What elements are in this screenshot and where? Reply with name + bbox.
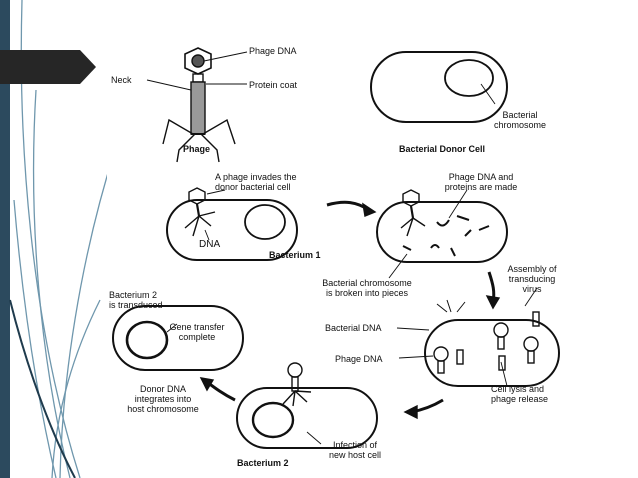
label-phage: Phage	[183, 144, 211, 154]
figure-drawing	[112, 47, 560, 449]
label-infection: Infection of new host cell	[328, 440, 382, 460]
phage-illustration	[146, 47, 248, 163]
donor-cell	[370, 51, 508, 123]
label-chromosome-broken: Bacterial chromosome is broken into piec…	[322, 278, 412, 298]
slide-tab-marker	[0, 50, 96, 84]
label-donor-dna: Donor DNA integrates into host chromosom…	[127, 384, 199, 414]
label-invades: A phage invades the donor bacterial cell	[215, 172, 297, 192]
label-dna: DNA	[199, 239, 221, 250]
label-protein-coat: Protein coat	[249, 80, 298, 90]
label-donor-cell: Bacterial Donor Cell	[399, 144, 486, 154]
label-phage-dna-proteins: Phage DNA and proteins are made	[444, 172, 518, 192]
assembly-cell	[396, 287, 560, 387]
label-bacterium-2: Bacterium 2	[237, 458, 289, 468]
label-bacterial-chromosome: Bacterial chromosome	[493, 110, 547, 130]
label-phage-dna-2: Phage DNA	[335, 354, 383, 364]
label-neck: Neck	[111, 75, 132, 85]
label-bacterium-1: Bacterium 1	[269, 250, 321, 260]
bacterium-1-infected	[376, 189, 508, 279]
label-bacterial-dna: Bacterial DNA	[325, 323, 382, 333]
slide-accent-bar	[0, 0, 10, 478]
transduced-cell	[112, 305, 244, 371]
transduction-figure: Phage DNA Neck Protein coat Phage Bacter…	[107, 40, 569, 472]
bacterium-2	[236, 362, 378, 449]
label-phage-dna: Phage DNA	[249, 46, 297, 56]
bacterium-1	[166, 187, 298, 261]
label-assembly: Assembly of transducing virus	[507, 264, 557, 294]
label-gene-transfer: Gene transfer complete	[169, 322, 225, 342]
label-bacterium-2-transduced: Bacterium 2 is transduced	[109, 290, 163, 310]
label-cell-lysis: Cell lysis and phage release	[491, 384, 549, 404]
